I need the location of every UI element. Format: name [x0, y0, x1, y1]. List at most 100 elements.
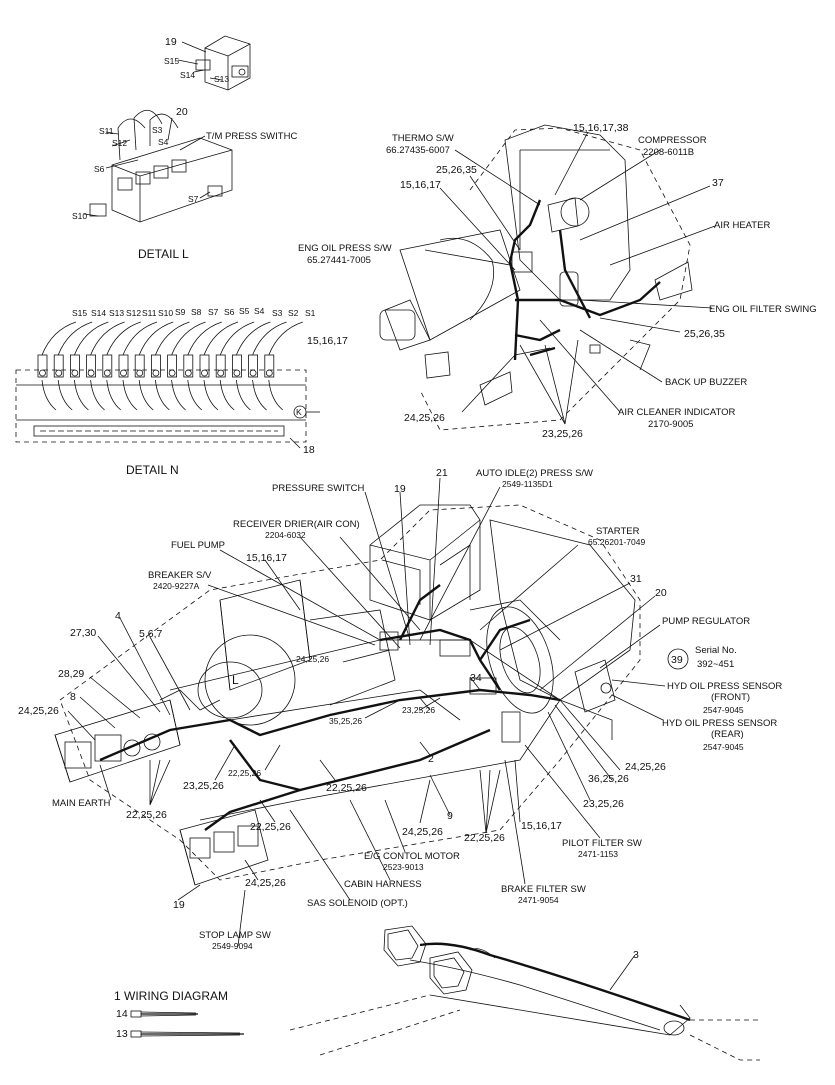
detail-n-drawing [15, 369, 307, 443]
thermo-sw-pn: 66.27435-6007 [386, 145, 450, 156]
pump-regulator-label: PUMP REGULATOR [662, 616, 750, 627]
bottom-labels: STOP LAMP SW 2549-9094 3 [199, 930, 639, 961]
callout: 20 [655, 587, 667, 599]
starter-pn: 65.26201-7049 [588, 537, 645, 547]
eng-oil-press-label: ENG OIL PRESS S/W [298, 243, 392, 254]
sas-solenoid-label: SAS SOLENOID (OPT.) [307, 898, 408, 909]
callout: 22,25,26 [228, 768, 261, 778]
callout: 8 [70, 691, 76, 703]
callout: 24,25,26 [625, 761, 666, 773]
hyd-rear-pn: 2547-9045 [703, 742, 744, 752]
breaker-sv-label: BREAKER S/V [148, 570, 212, 581]
receiver-drier-pn: 2204-6032 [265, 530, 306, 540]
callout: 23,25,26 [583, 798, 624, 810]
callout: 2 [428, 753, 434, 765]
callout: 24,25,26 [296, 654, 329, 664]
switch-tag: S12 [126, 308, 141, 318]
air-cleaner-label: AIR CLEANER INDICATOR [618, 407, 736, 418]
switch-tag: S10 [158, 308, 173, 318]
engine-view-leaders [424, 131, 716, 425]
switch-tag: S10 [72, 211, 87, 221]
switch-tag: S1 [305, 308, 316, 318]
switch-connector [86, 321, 125, 411]
switch-connector [167, 321, 206, 411]
detail-l-marker: L [232, 673, 239, 687]
callout: 19 [394, 483, 406, 495]
callout: 22,25,26 [464, 832, 505, 844]
hyd-front-label: HYD OIL PRESS SENSOR [667, 681, 782, 692]
switch-tag: S3 [272, 308, 283, 318]
callout: 37 [712, 177, 724, 189]
switch-tag: S12 [112, 138, 127, 148]
callout: 25,26,35 [436, 164, 477, 176]
detail-l-labels: 19 20 S15 S14 S13 S11 S12 S3 S4 S6 S7 S1… [72, 36, 297, 261]
switch-tag: S14 [91, 308, 106, 318]
legend-13: 13 [116, 1028, 128, 1040]
connector-k: K [296, 407, 302, 417]
switch-connector [183, 321, 222, 411]
callout: 18 [303, 444, 315, 456]
callout: 3 [633, 949, 639, 961]
callout: 15,16,17 [246, 552, 287, 564]
callout: 36,25,26 [588, 773, 629, 785]
thermo-sw-label: THERMO S/W [392, 133, 454, 144]
starter-label: STARTER [596, 526, 640, 537]
switch-connector [37, 321, 77, 411]
switch-tag: S13 [214, 74, 229, 84]
switch-connector [248, 321, 287, 411]
switch-tag: S9 [175, 307, 186, 317]
pilot-filter-label: PILOT FILTER SW [562, 838, 642, 849]
serial-label: Serial No. [695, 645, 737, 656]
callout: 22,25,26 [326, 782, 367, 794]
receiver-drier-label: RECEIVER DRIER(AIR CON) [233, 519, 360, 530]
switch-tag: S11 [99, 126, 114, 136]
callout: 24,25,26 [245, 877, 286, 889]
switch-tag: S13 [109, 308, 124, 318]
callout-39: 39 [671, 654, 683, 666]
auto-idle-label: AUTO IDLE(2) PRESS S/W [476, 468, 593, 479]
legend-wiring-diagram: 1 WIRING DIAGRAM [114, 989, 228, 1003]
callout: 9 [447, 810, 453, 822]
switch-connector [134, 321, 174, 411]
hyd-rear-label: HYD OIL PRESS SENSOR [662, 718, 777, 729]
switch-tag: S3 [152, 125, 163, 135]
callout: 24,25,26 [402, 826, 443, 838]
detail-l-title: DETAIL L [138, 247, 189, 261]
main-earth-label: MAIN EARTH [52, 798, 111, 809]
stop-lamp-label: STOP LAMP SW [199, 930, 271, 941]
compressor-label: COMPRESSOR [638, 135, 707, 146]
auto-idle-pn: 2549-1135D1 [502, 479, 553, 489]
callout: 23,25,26 [402, 705, 435, 715]
switch-connector [118, 321, 158, 411]
callout: 25,26,35 [684, 328, 725, 340]
switch-connector [53, 321, 93, 411]
hyd-front-pn: 2547-9045 [703, 705, 744, 715]
tm-press-label: T/M PRESS SWITHC [206, 131, 297, 142]
switch-tag: S4 [254, 306, 265, 316]
back-up-buzzer-label: BACK UP BUZZER [665, 377, 747, 388]
callout: 4 [115, 610, 121, 622]
switch-tag: S6 [224, 307, 235, 317]
brake-filter-label: BRAKE FILTER SW [501, 884, 586, 895]
callout: 19 [165, 36, 177, 48]
callout: 22,25,26 [126, 809, 167, 821]
callout: 15,16,17 [521, 820, 562, 832]
serial-range: 392~451 [697, 659, 734, 670]
air-heater-label: AIR HEATER [714, 220, 770, 231]
callout: 15,16,17 [400, 179, 441, 191]
callout: 21 [436, 467, 448, 479]
eng-oil-filter-label: ENG OIL FILTER SWING [709, 304, 817, 315]
cable-tie-14-icon [130, 1010, 198, 1018]
switch-tag: S7 [208, 307, 219, 317]
callout: 27,30 [70, 627, 96, 639]
cabin-harness-label: CABIN HARNESS [344, 879, 422, 890]
eg-control-pn: 2523-9013 [383, 862, 424, 872]
pilot-filter-pn: 2471-1153 [578, 849, 618, 859]
switch-tag: S7 [188, 194, 199, 204]
switch-tag: S4 [158, 137, 169, 147]
hyd-front-sub: (FRONT) [711, 692, 750, 703]
switch-tag: S2 [288, 308, 299, 318]
callout: 31 [630, 573, 642, 585]
callout: 5,6,7 [139, 628, 163, 640]
